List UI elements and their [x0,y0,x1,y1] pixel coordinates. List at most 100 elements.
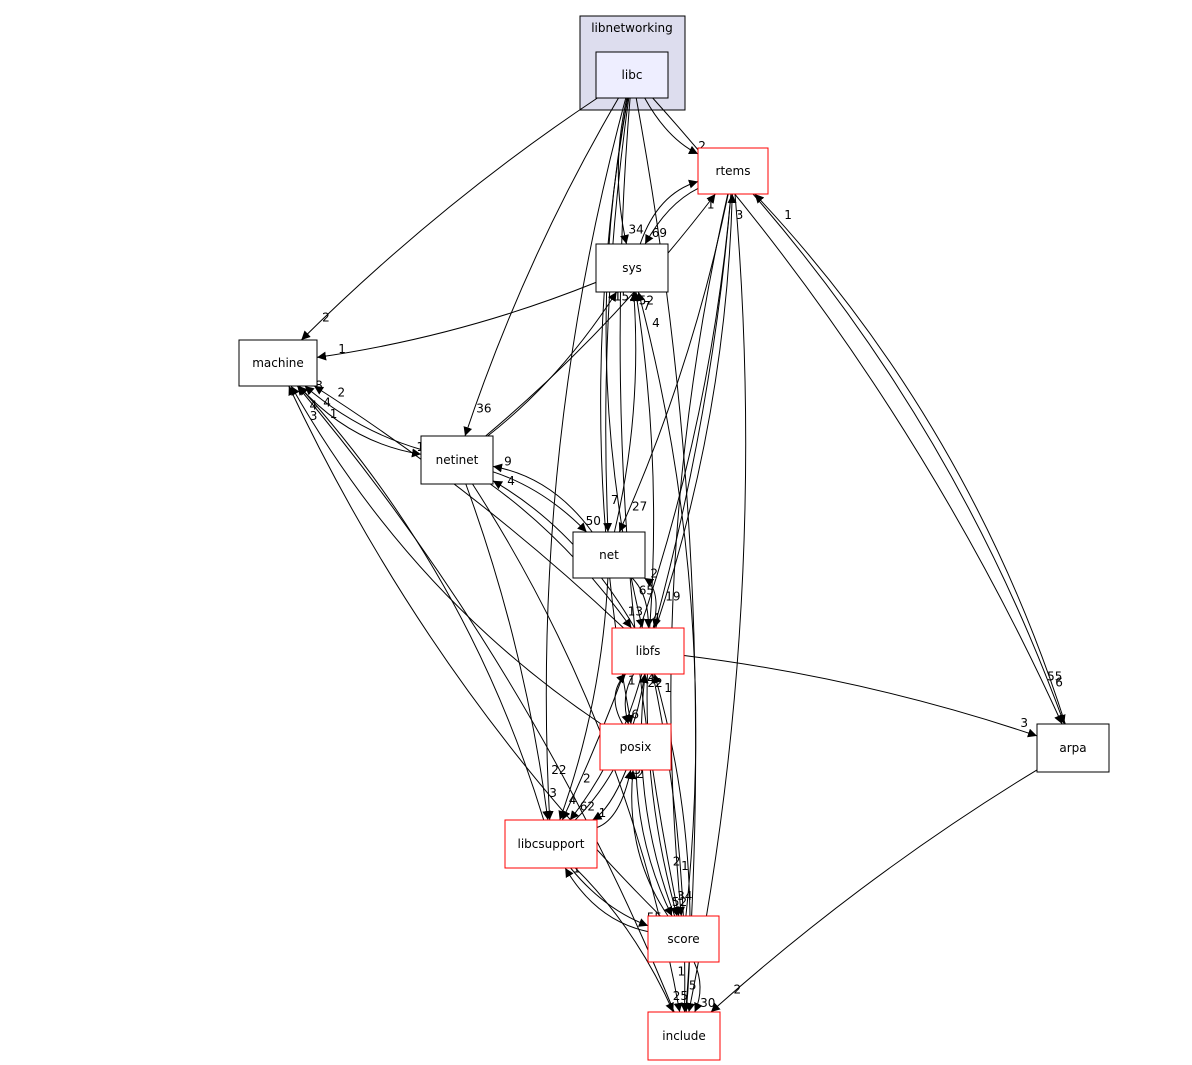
node-net[interactable]: net [572,531,646,579]
edge-label-netinet-to-rtems[interactable]: 1 [707,197,715,211]
edge-label-libfs-to-rtems[interactable]: 3 [736,208,744,222]
edge-label-libfs-to-posix[interactable]: 6 [631,708,639,722]
edge-netinet-to-libcsupport[interactable] [465,483,552,821]
edge-label-libc-to-net[interactable]: 7 [611,493,619,507]
node-include[interactable]: include [647,1011,721,1061]
node-netinet[interactable]: netinet [420,435,494,485]
edge-posix-to-score[interactable] [635,769,673,917]
edge-netinet-to-libfs[interactable] [490,483,632,629]
edge-rtems-to-include[interactable] [686,193,747,1013]
node-box-rtems[interactable] [697,147,769,195]
edge-label-net-to-sys[interactable]: 52 [639,294,654,308]
edge-netinet-to-rtems[interactable] [485,193,716,437]
edge-libc-to-netinet[interactable] [463,97,619,437]
edge-libfs-to-netinet[interactable] [492,480,636,629]
node-box-sys[interactable] [595,243,669,293]
edge-label-libfs-to-libcsupport[interactable]: 62 [580,800,595,814]
edge-libcsupport-to-include[interactable] [574,867,674,1013]
edge-net-to-libcsupport[interactable] [558,577,609,821]
edge-label-libc-to-score[interactable]: 2 [673,854,681,868]
edge-libfs-to-arpa[interactable] [683,655,1038,738]
edge-label-libfs-to-machine[interactable]: 2 [338,385,346,399]
edge-label-rtems-to-libfs[interactable]: 19 [665,589,680,603]
edge-label-libcsupport-to-machine[interactable]: 4 [323,395,331,409]
edge-label-libc-to-posix[interactable]: 1 [628,674,636,688]
edge-label-netinet-to-include[interactable]: 1 [678,965,686,979]
edge-libc-to-include[interactable] [635,97,697,1013]
edge-posix-to-machine[interactable] [290,385,602,725]
edge-label-libfs-to-score[interactable]: 34 [677,889,692,903]
edge-arpa-to-include[interactable] [710,769,1038,1013]
edge-label-netinet-to-sys[interactable]: 153 [614,289,637,303]
edge-rtems-to-libcsupport[interactable] [561,193,732,821]
edge-score-to-libfs[interactable] [639,673,676,917]
edge-label-score-to-include[interactable]: 30 [700,996,715,1010]
edge-label-score-to-posix[interactable]: 2 [636,767,644,781]
edge-label-score-to-libfs[interactable]: 22 [647,676,662,690]
edge-label-libc-to-libfs[interactable]: 65 [639,583,654,597]
edge-posix-to-libcsupport[interactable] [592,769,627,821]
edge-label-include-to-libfs[interactable]: 1 [664,681,672,695]
edge-netinet-to-sys[interactable] [487,291,618,437]
edge-libfs-to-include[interactable] [652,673,690,1013]
edge-label-libcsupport-to-libfs[interactable]: 4 [647,672,655,686]
edge-label-libc-to-libcsupport[interactable]: 22 [551,763,566,777]
edge-label-libfs-to-include[interactable]: 5 [689,979,697,993]
edge-label-libc-to-sys[interactable]: 34 [629,222,644,236]
edge-score-to-posix[interactable] [627,769,669,917]
edge-net-to-libfs[interactable] [631,577,654,629]
edge-label-score-to-sys[interactable]: 4 [652,316,660,330]
edge-label-arpa-to-include[interactable]: 2 [734,983,742,997]
node-box-posix[interactable] [599,723,672,771]
edge-label-netinet-to-machine[interactable]: 8 [315,378,323,392]
edge-score-to-sys[interactable] [636,291,697,917]
edge-rtems-to-arpa[interactable] [752,193,1066,725]
edge-label-rtems-to-libcsupport[interactable]: 2 [583,771,591,785]
edge-libcsupport-to-score[interactable] [570,867,649,927]
edge-label-libfs-to-arpa[interactable]: 3 [1020,716,1028,730]
edge-include-to-machine[interactable] [296,385,675,1013]
node-score[interactable]: score [647,915,720,963]
edge-net-to-netinet[interactable] [492,463,593,533]
edge-libfs-to-score[interactable] [646,673,680,917]
node-box-net[interactable] [572,531,646,579]
edge-label-libfs-to-net[interactable]: 2 [650,566,658,580]
edge-label-machine-to-netinet[interactable]: 1 [417,440,425,454]
edge-label-libfs-to-netinet[interactable]: 4 [507,474,515,488]
edge-label-include-to-machine[interactable]: 1 [330,407,338,421]
edge-arpa-to-rtems[interactable] [754,193,1066,725]
edge-label-net-to-netinet[interactable]: 9 [504,455,512,469]
edge-label-libc-to-netinet[interactable]: 36 [476,402,491,416]
node-box-libcsupport[interactable] [504,819,598,869]
node-arpa[interactable]: arpa [1036,723,1110,773]
edge-label-netinet-to-libfs[interactable]: 13 [628,604,643,618]
edge-label-libc-to-arpa[interactable]: 55 [1047,669,1062,683]
node-box-netinet[interactable] [420,435,494,485]
edge-libc-to-score[interactable] [619,97,682,917]
node-box-arpa[interactable] [1036,723,1110,773]
edge-label-posix-to-machine[interactable]: 4 [310,398,318,412]
edge-rtems-to-sys[interactable] [644,187,699,245]
edge-libc-to-rtems[interactable] [644,97,699,155]
edge-sys-to-rtems[interactable] [639,179,699,245]
edge-posix-to-libfs[interactable] [614,673,627,725]
edge-label-rtems-to-sys[interactable]: 69 [652,226,667,240]
edge-label-arpa-to-rtems[interactable]: 1 [784,208,792,222]
edge-label-netinet-to-net[interactable]: 50 [586,514,601,528]
node-box-score[interactable] [647,915,720,963]
edge-libc-to-sys[interactable] [617,97,629,245]
edge-libc-to-net[interactable] [603,97,630,533]
edge-label-sys-to-machine[interactable]: 1 [338,342,346,356]
node-sys[interactable]: sys [595,243,669,293]
edge-libfs-to-rtems[interactable] [655,193,737,629]
node-libcsupport[interactable]: libcsupport [504,819,598,869]
edge-libfs-to-machine[interactable] [313,385,624,629]
edge-label-net-to-libfs[interactable]: 4 [652,611,660,625]
node-box-machine[interactable] [238,339,318,387]
edge-label-rtems-to-net[interactable]: 27 [632,500,647,514]
edge-score-to-include[interactable] [693,961,703,1013]
node-machine[interactable]: machine [238,339,318,387]
edge-label-score-to-machine[interactable]: 3 [310,409,318,423]
edge-libc-to-machine[interactable] [300,97,598,341]
edge-netinet-to-net[interactable] [492,471,587,533]
